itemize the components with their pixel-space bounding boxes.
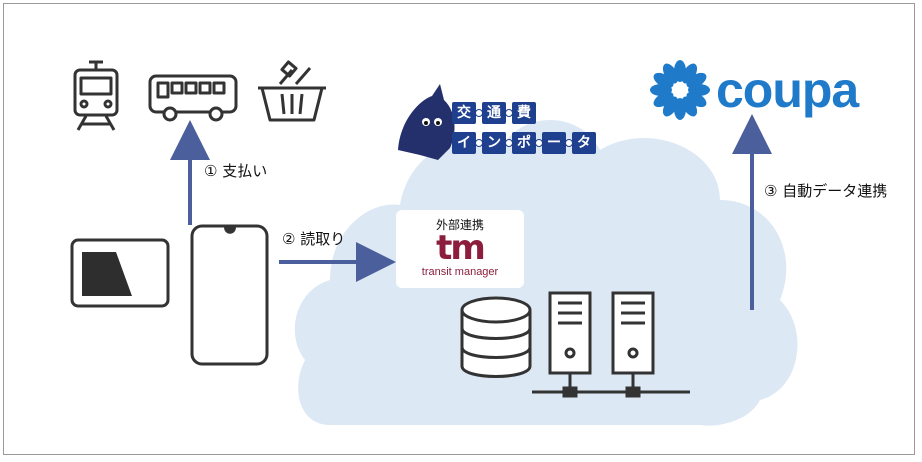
importer-char: タ (572, 132, 596, 154)
database-icon (460, 296, 532, 378)
external-link-heading: 外部連携 (435, 218, 484, 232)
puzzle-dot (475, 109, 483, 117)
server-icon (611, 291, 655, 375)
server-icon (548, 291, 592, 375)
step-label-read: ② 読取り (282, 230, 346, 248)
bus-icon (148, 74, 238, 122)
mascot-icon (398, 84, 455, 160)
importer-char: ポ (512, 132, 536, 154)
transit-manager-wordmark: transit manager (421, 266, 499, 278)
importer-char: 通 (482, 102, 506, 124)
smartphone-icon (190, 224, 269, 366)
ic-card-icon (70, 238, 170, 308)
network-lines (532, 373, 690, 398)
shopping-basket-icon (258, 60, 326, 122)
puzzle-dot (505, 139, 513, 147)
step-label-auto-sync: ③ 自動データ連携 (764, 182, 888, 200)
train-icon (73, 60, 119, 131)
cloud-icon (294, 120, 798, 426)
importer-char: ー (542, 132, 566, 154)
diagram-frame (3, 3, 915, 455)
puzzle-dot (475, 139, 483, 147)
transit-manager-logo: tm (436, 228, 486, 268)
importer-char: イ (452, 132, 476, 154)
puzzle-dot (565, 139, 573, 147)
importer-char: 交 (452, 102, 476, 124)
transit-manager-panel: 外部連携 tm transit manager (396, 210, 524, 288)
puzzle-dot (505, 109, 513, 117)
coupa-flower-icon (650, 60, 710, 120)
importer-char: 費 (512, 102, 536, 124)
step-label-payment: ① 支払い (204, 162, 268, 180)
importer-char: ン (482, 132, 506, 154)
coupa-wordmark: coupa (716, 62, 859, 118)
puzzle-dot (535, 139, 543, 147)
